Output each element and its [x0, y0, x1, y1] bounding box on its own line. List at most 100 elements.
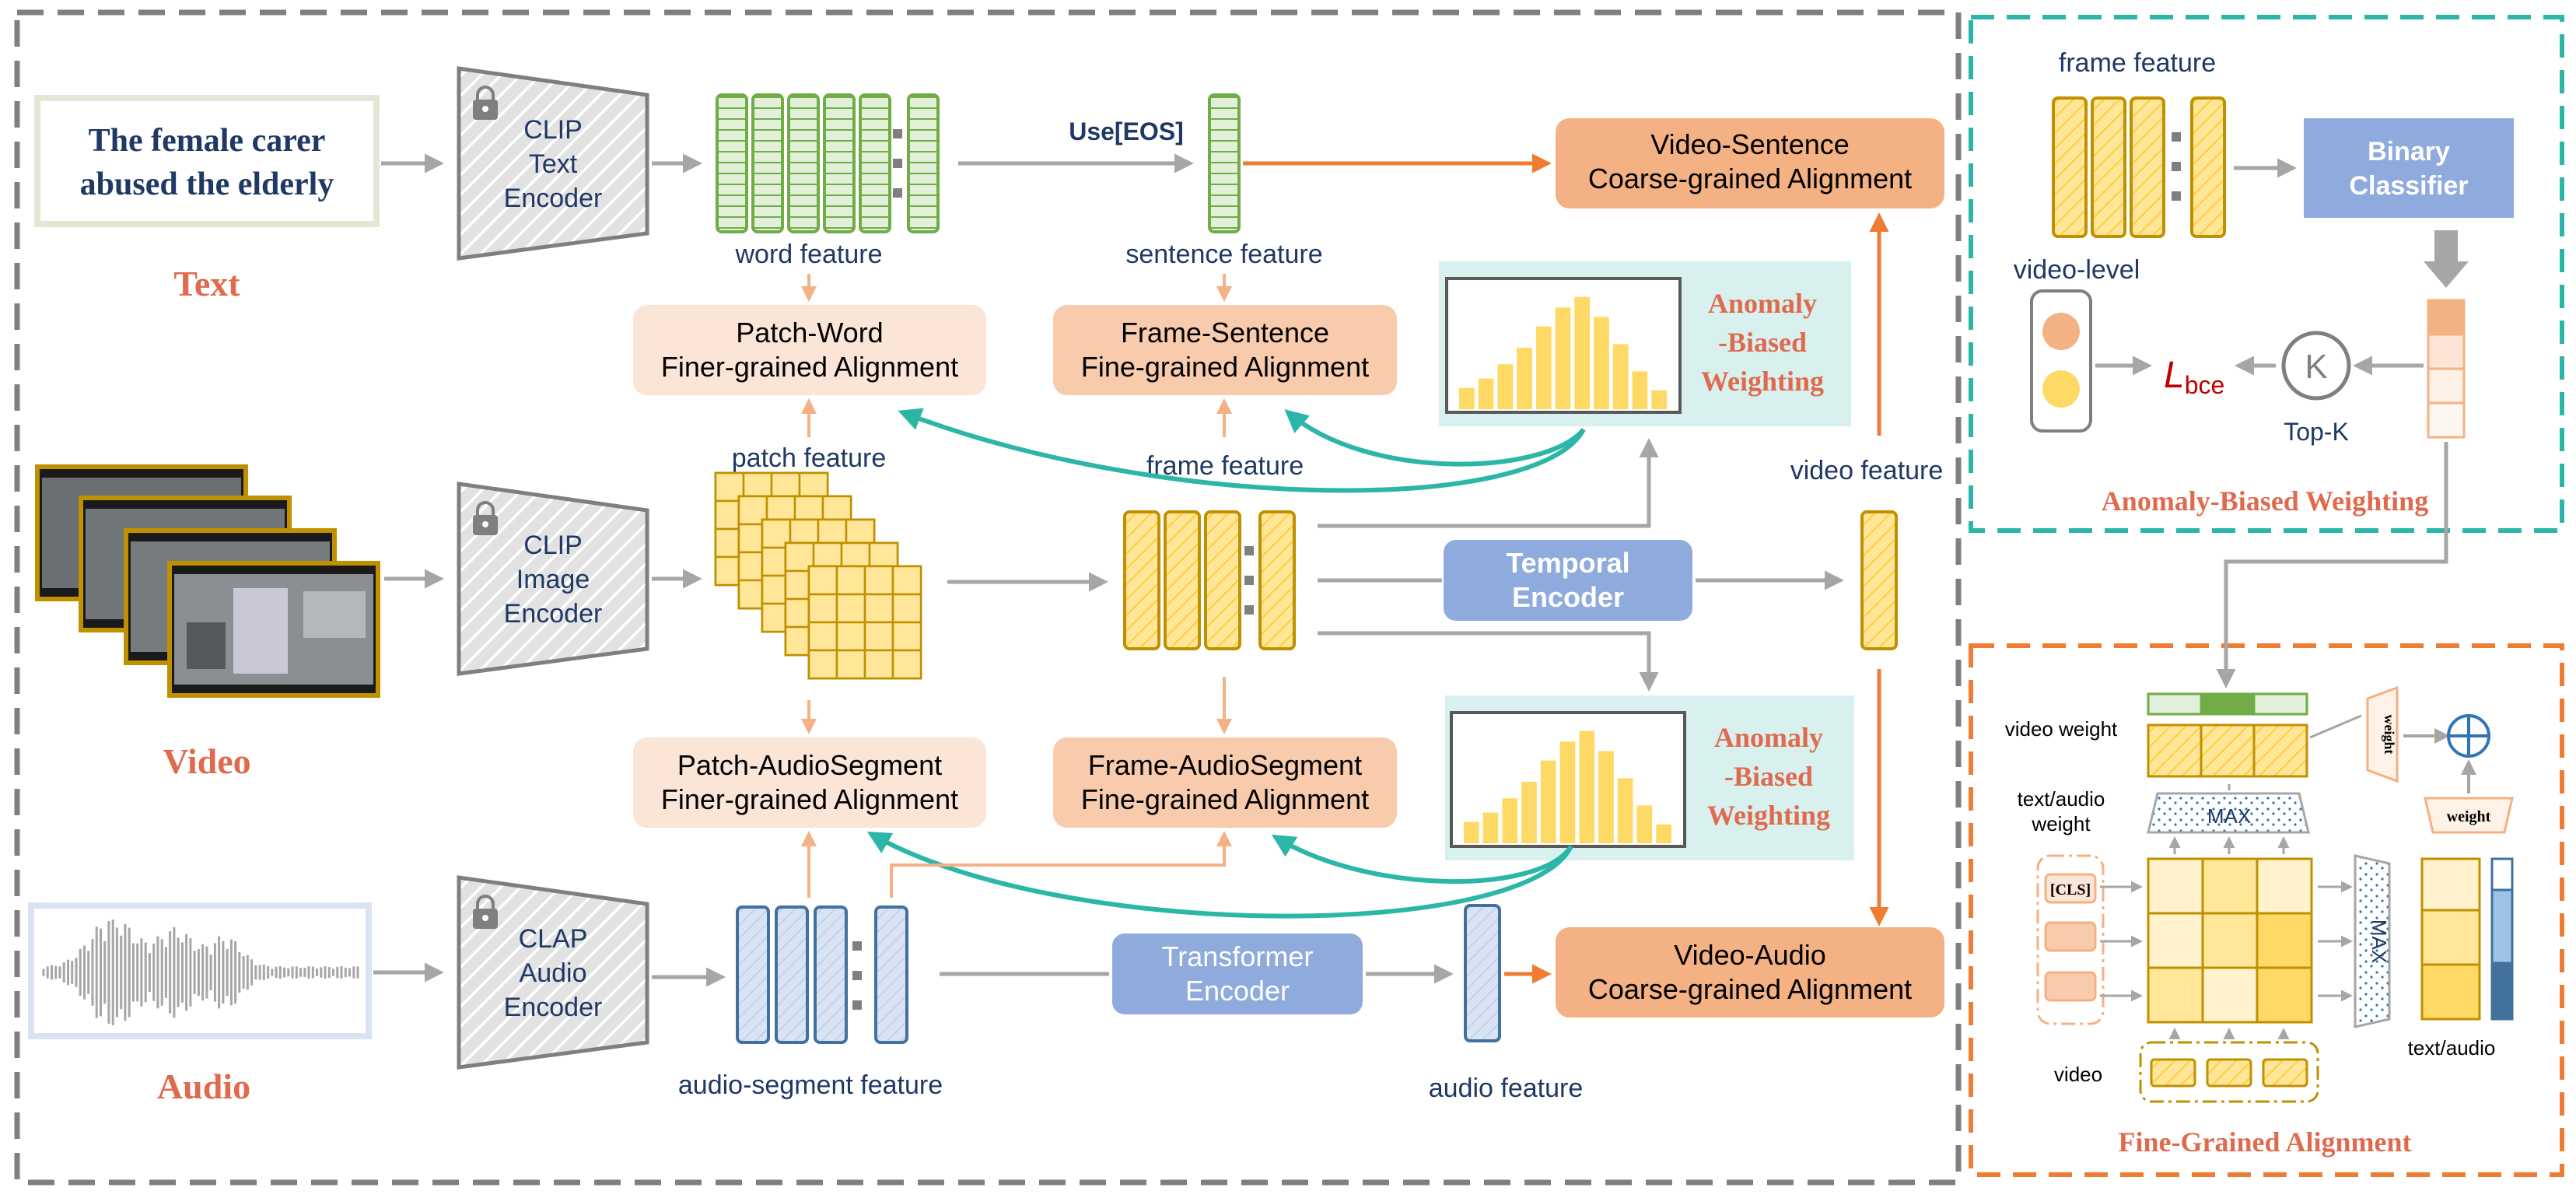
histogram-bar: [1555, 307, 1571, 409]
video-sentence-line1: Video-Sentence: [1650, 128, 1850, 160]
histogram-top: [1459, 296, 1667, 409]
patch-cell: [807, 593, 838, 624]
audio-feature-bar: [1464, 904, 1501, 1042]
frame-audiosegment-alignment-box: [1053, 737, 1397, 828]
similarity-cell: [2256, 912, 2313, 969]
weight-trapezoid-vertical: [2366, 685, 2399, 783]
anomaly-bottom-line3: Weighting: [1707, 800, 1830, 831]
text-modality-label: Text: [173, 264, 240, 303]
histogram-bar: [1497, 364, 1514, 409]
patch-cell: [863, 621, 894, 652]
audio-segment-feature-stack: [736, 906, 908, 1044]
abw-frame-feature-label: frame feature: [2059, 48, 2216, 78]
patch-cell: [807, 621, 838, 652]
lock-icon: [473, 895, 498, 929]
text-audio-output-column: [2420, 857, 2481, 1021]
clip-text-encoder-line1: CLIP: [523, 115, 583, 145]
topk-node: [2281, 331, 2351, 401]
audio-segment-feature-label: audio-segment feature: [678, 1070, 943, 1100]
similarity-cell: [2147, 966, 2204, 1024]
topk-label: Top-K: [2284, 418, 2349, 446]
binary-classifier-line2: Classifier: [2349, 171, 2468, 201]
anomaly-bottom-line2: -Biased: [1724, 761, 1813, 792]
anomaly-top-line3: Weighting: [1701, 366, 1824, 397]
histogram-bar: [1464, 821, 1479, 843]
patch-cell: [835, 649, 866, 680]
video-audio-alignment-box: [1556, 927, 1944, 1018]
weight-vertical-label: weight: [2382, 715, 2397, 755]
teal-curve-bottom-to-frame-audiosegment: [1271, 834, 1573, 884]
anomaly-bottom-line1: Anomaly: [1714, 722, 1823, 753]
frame-sentence-alignment-box: [1053, 305, 1397, 395]
patch-feature-label: patch feature: [732, 443, 886, 473]
max-vertical-label: MAX: [2368, 920, 2391, 963]
word-feature-stack: [716, 93, 940, 233]
anomaly-score-stack: [2427, 299, 2466, 439]
video-tokens-group: [2139, 1041, 2319, 1103]
histogram-bar: [1632, 371, 1648, 409]
video-token-3: [2262, 1058, 2308, 1088]
video-frames-stack: [35, 464, 380, 698]
cls-label: [CLS]: [2050, 881, 2091, 898]
text-audio-tokens-group: [2036, 854, 2105, 1025]
text-audio-bar: [2490, 857, 2514, 1021]
weight-trapezoid-horizontal: [2424, 797, 2514, 834]
histogram-bar: [1535, 326, 1552, 409]
lock-icon: [473, 86, 498, 120]
patch-cell: [863, 649, 894, 680]
patch-cell: [863, 565, 894, 596]
video-feature-bar: [1860, 510, 1898, 650]
clip-image-encoder: [457, 482, 649, 676]
fga-panel-border: [1969, 643, 2564, 1177]
video-sentence-line2: Coarse-grained Alignment: [1588, 163, 1912, 194]
binary-classifier-line1: Binary: [2368, 137, 2450, 166]
cls-token: [2044, 873, 2097, 904]
histogram-bar: [1579, 730, 1595, 843]
main-pipeline-panel: [14, 9, 1962, 1186]
video-level-indicator: [2030, 289, 2092, 433]
similarity-cell: [2256, 966, 2313, 1024]
histogram-bar: [1636, 805, 1653, 843]
token-3: [2044, 971, 2097, 1002]
patch-word-line2: Finer-grained Alignment: [661, 351, 958, 383]
patch-cell: [891, 565, 922, 596]
transformer-encoder-box: [1112, 934, 1363, 1014]
histogram-bar: [1521, 782, 1537, 843]
text-audio-label: text/audio: [2408, 1036, 2496, 1060]
arrow-video-weight-to-weight-node: [2309, 714, 2362, 739]
histogram-bar: [1612, 344, 1629, 409]
text-audio-weight-line2: weight: [2031, 812, 2091, 835]
histogram-bar: [1559, 741, 1576, 843]
clap-encoder-line1: CLAP: [519, 924, 588, 954]
abw-panel-title: Anomaly-Biased Weighting: [2102, 485, 2428, 517]
frame-feature-label: frame feature: [1146, 451, 1304, 481]
transformer-encoder-line2: Encoder: [1185, 975, 1290, 1007]
histogram-bar: [1598, 751, 1614, 843]
max-pool-horizontal: [2147, 792, 2310, 834]
text-caption-line2: abused the elderly: [80, 166, 334, 202]
temporal-encoder-line2: Encoder: [1512, 581, 1624, 613]
clip-text-encoder: [457, 66, 649, 261]
patch-cell: [891, 593, 922, 624]
histogram-bar: [1594, 317, 1609, 409]
video-modality-label: Video: [163, 741, 250, 781]
histogram-bottom: [1464, 730, 1671, 843]
clip-image-encoder-line3: Encoder: [504, 599, 603, 629]
histogram-bar: [1540, 760, 1556, 843]
anomaly-top-line1: Anomaly: [1708, 288, 1817, 319]
binary-classifier-box: [2304, 118, 2514, 218]
similarity-matrix: [2147, 857, 2313, 1024]
video-feature-label: video feature: [1790, 456, 1944, 485]
histogram-bar: [1517, 348, 1532, 409]
topk-symbol: K: [2305, 348, 2327, 386]
fga-panel-title: Fine-Grained Alignment: [2119, 1126, 2412, 1158]
clip-image-encoder-line2: Image: [516, 565, 590, 594]
histogram-bar: [1574, 296, 1591, 409]
anomaly-top-line2: -Biased: [1718, 327, 1807, 358]
similarity-cell: [2147, 857, 2204, 915]
arrow-frames-to-anomaly-bottom: [1318, 631, 1659, 692]
use-eos-label: Use[EOS]: [1069, 117, 1184, 145]
frame-audiosegment-line1: Frame-AudioSegment: [1088, 749, 1362, 781]
audio-waveform: [42, 920, 359, 1025]
patch-cell: [835, 565, 866, 596]
